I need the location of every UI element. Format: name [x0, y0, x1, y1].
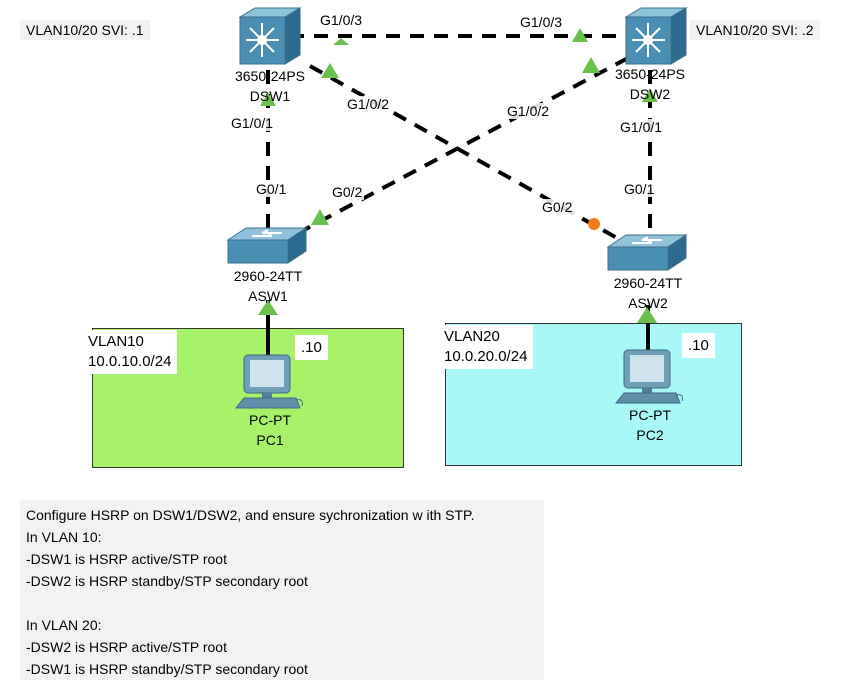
task-line: -DSW1 is HSRP active/STP root — [26, 551, 227, 567]
port-label-asw2-g02: G0/2 — [540, 199, 575, 215]
pc2-model: PC-PT — [629, 407, 671, 423]
pc1-model: PC-PT — [249, 412, 291, 428]
task-line: -DSW2 is HSRP active/STP root — [26, 639, 227, 655]
status-up-icon — [642, 88, 658, 102]
task-line: In VLAN 10: — [26, 529, 102, 545]
status-up-icon — [333, 38, 349, 45]
port-label-dsw1-g103: G1/0/3 — [318, 12, 365, 28]
asw2-label: 2960-24TT ASW2 — [598, 273, 698, 313]
dsw1-switch-icon[interactable] — [238, 7, 302, 65]
task-line: -DSW1 is HSRP standby/STP secondary root — [26, 661, 308, 677]
status-up-icon — [572, 28, 588, 42]
vlan10-name: VLAN10 — [88, 333, 144, 350]
link-dsw1-asw2[interactable] — [309, 64, 643, 254]
pc2-ip-tag: .10 — [682, 333, 715, 358]
link-dsw2-asw1[interactable] — [284, 56, 629, 242]
port-label-dsw1-g101: G1/0/1 — [229, 115, 276, 131]
task-line — [26, 592, 538, 614]
status-up-icon — [637, 307, 657, 323]
vlan10-subnet: 10.0.10.0/24 — [88, 353, 172, 370]
dsw2-name: DSW2 — [629, 86, 671, 102]
port-label-dsw2-g103: G1/0/3 — [518, 14, 565, 30]
vlan20-subnet: 10.0.20.0/24 — [444, 348, 528, 365]
asw1-name: ASW1 — [248, 288, 288, 304]
pc1-ip-tag: .10 — [295, 335, 328, 360]
dsw1-name: DSW1 — [249, 88, 291, 104]
status-up-icon — [582, 57, 600, 73]
asw1-label: 2960-24TT ASW1 — [218, 266, 318, 306]
port-label-dsw2-g102: G1/0/2 — [505, 103, 552, 119]
dsw1-label: 3650-24PS DSW1 — [220, 66, 320, 106]
port-label-asw2-g01: G0/1 — [622, 181, 657, 197]
task-line: In VLAN 20: — [26, 617, 102, 633]
pc1-computer-icon[interactable] — [234, 354, 303, 409]
asw2-name: ASW2 — [628, 295, 668, 311]
status-up-icon — [260, 93, 276, 106]
port-label-dsw2-g101: G1/0/1 — [618, 119, 665, 135]
asw2-model: 2960-24TT — [613, 275, 683, 291]
port-label-asw1-g01: G0/1 — [254, 181, 289, 197]
port-label-dsw1-g102: G1/0/2 — [345, 96, 392, 112]
task-description: Configure HSRP on DSW1/DSW2, and ensure … — [20, 500, 544, 680]
pc2-computer-icon[interactable] — [614, 349, 683, 404]
pc1-label: PC-PT PC1 — [220, 410, 320, 450]
asw2-switch-icon[interactable] — [606, 234, 688, 271]
dsw1-model: 3650-24PS — [234, 68, 306, 84]
dsw2-label: 3650-24PS DSW2 — [600, 64, 700, 104]
port-label-asw1-g02: G0/2 — [330, 184, 365, 200]
status-up-icon — [258, 300, 278, 315]
asw1-model: 2960-24TT — [233, 268, 303, 284]
dsw1-svi-note: VLAN10/20 SVI: .1 — [20, 20, 150, 40]
status-up-icon — [311, 209, 329, 225]
status-up-icon — [321, 63, 339, 78]
pc2-label: PC-PT PC2 — [600, 405, 700, 445]
vlan10-label: VLAN10 10.0.10.0/24 — [82, 330, 178, 374]
pc1-name: PC1 — [256, 432, 284, 448]
dsw2-svi-note: VLAN10/20 SVI: .2 — [690, 20, 820, 40]
dsw2-switch-icon[interactable] — [624, 7, 688, 65]
task-line: Configure HSRP on DSW1/DSW2, and ensure … — [26, 507, 475, 523]
vlan20-label: VLAN20 10.0.20.0/24 — [438, 325, 534, 369]
asw1-switch-icon[interactable] — [226, 227, 308, 264]
task-line: -DSW2 is HSRP standby/STP secondary root — [26, 573, 308, 589]
dsw2-model: 3650-24PS — [614, 66, 686, 82]
status-blocking-icon — [588, 218, 600, 230]
pc2-name: PC2 — [636, 427, 664, 443]
vlan20-name: VLAN20 — [444, 328, 500, 345]
